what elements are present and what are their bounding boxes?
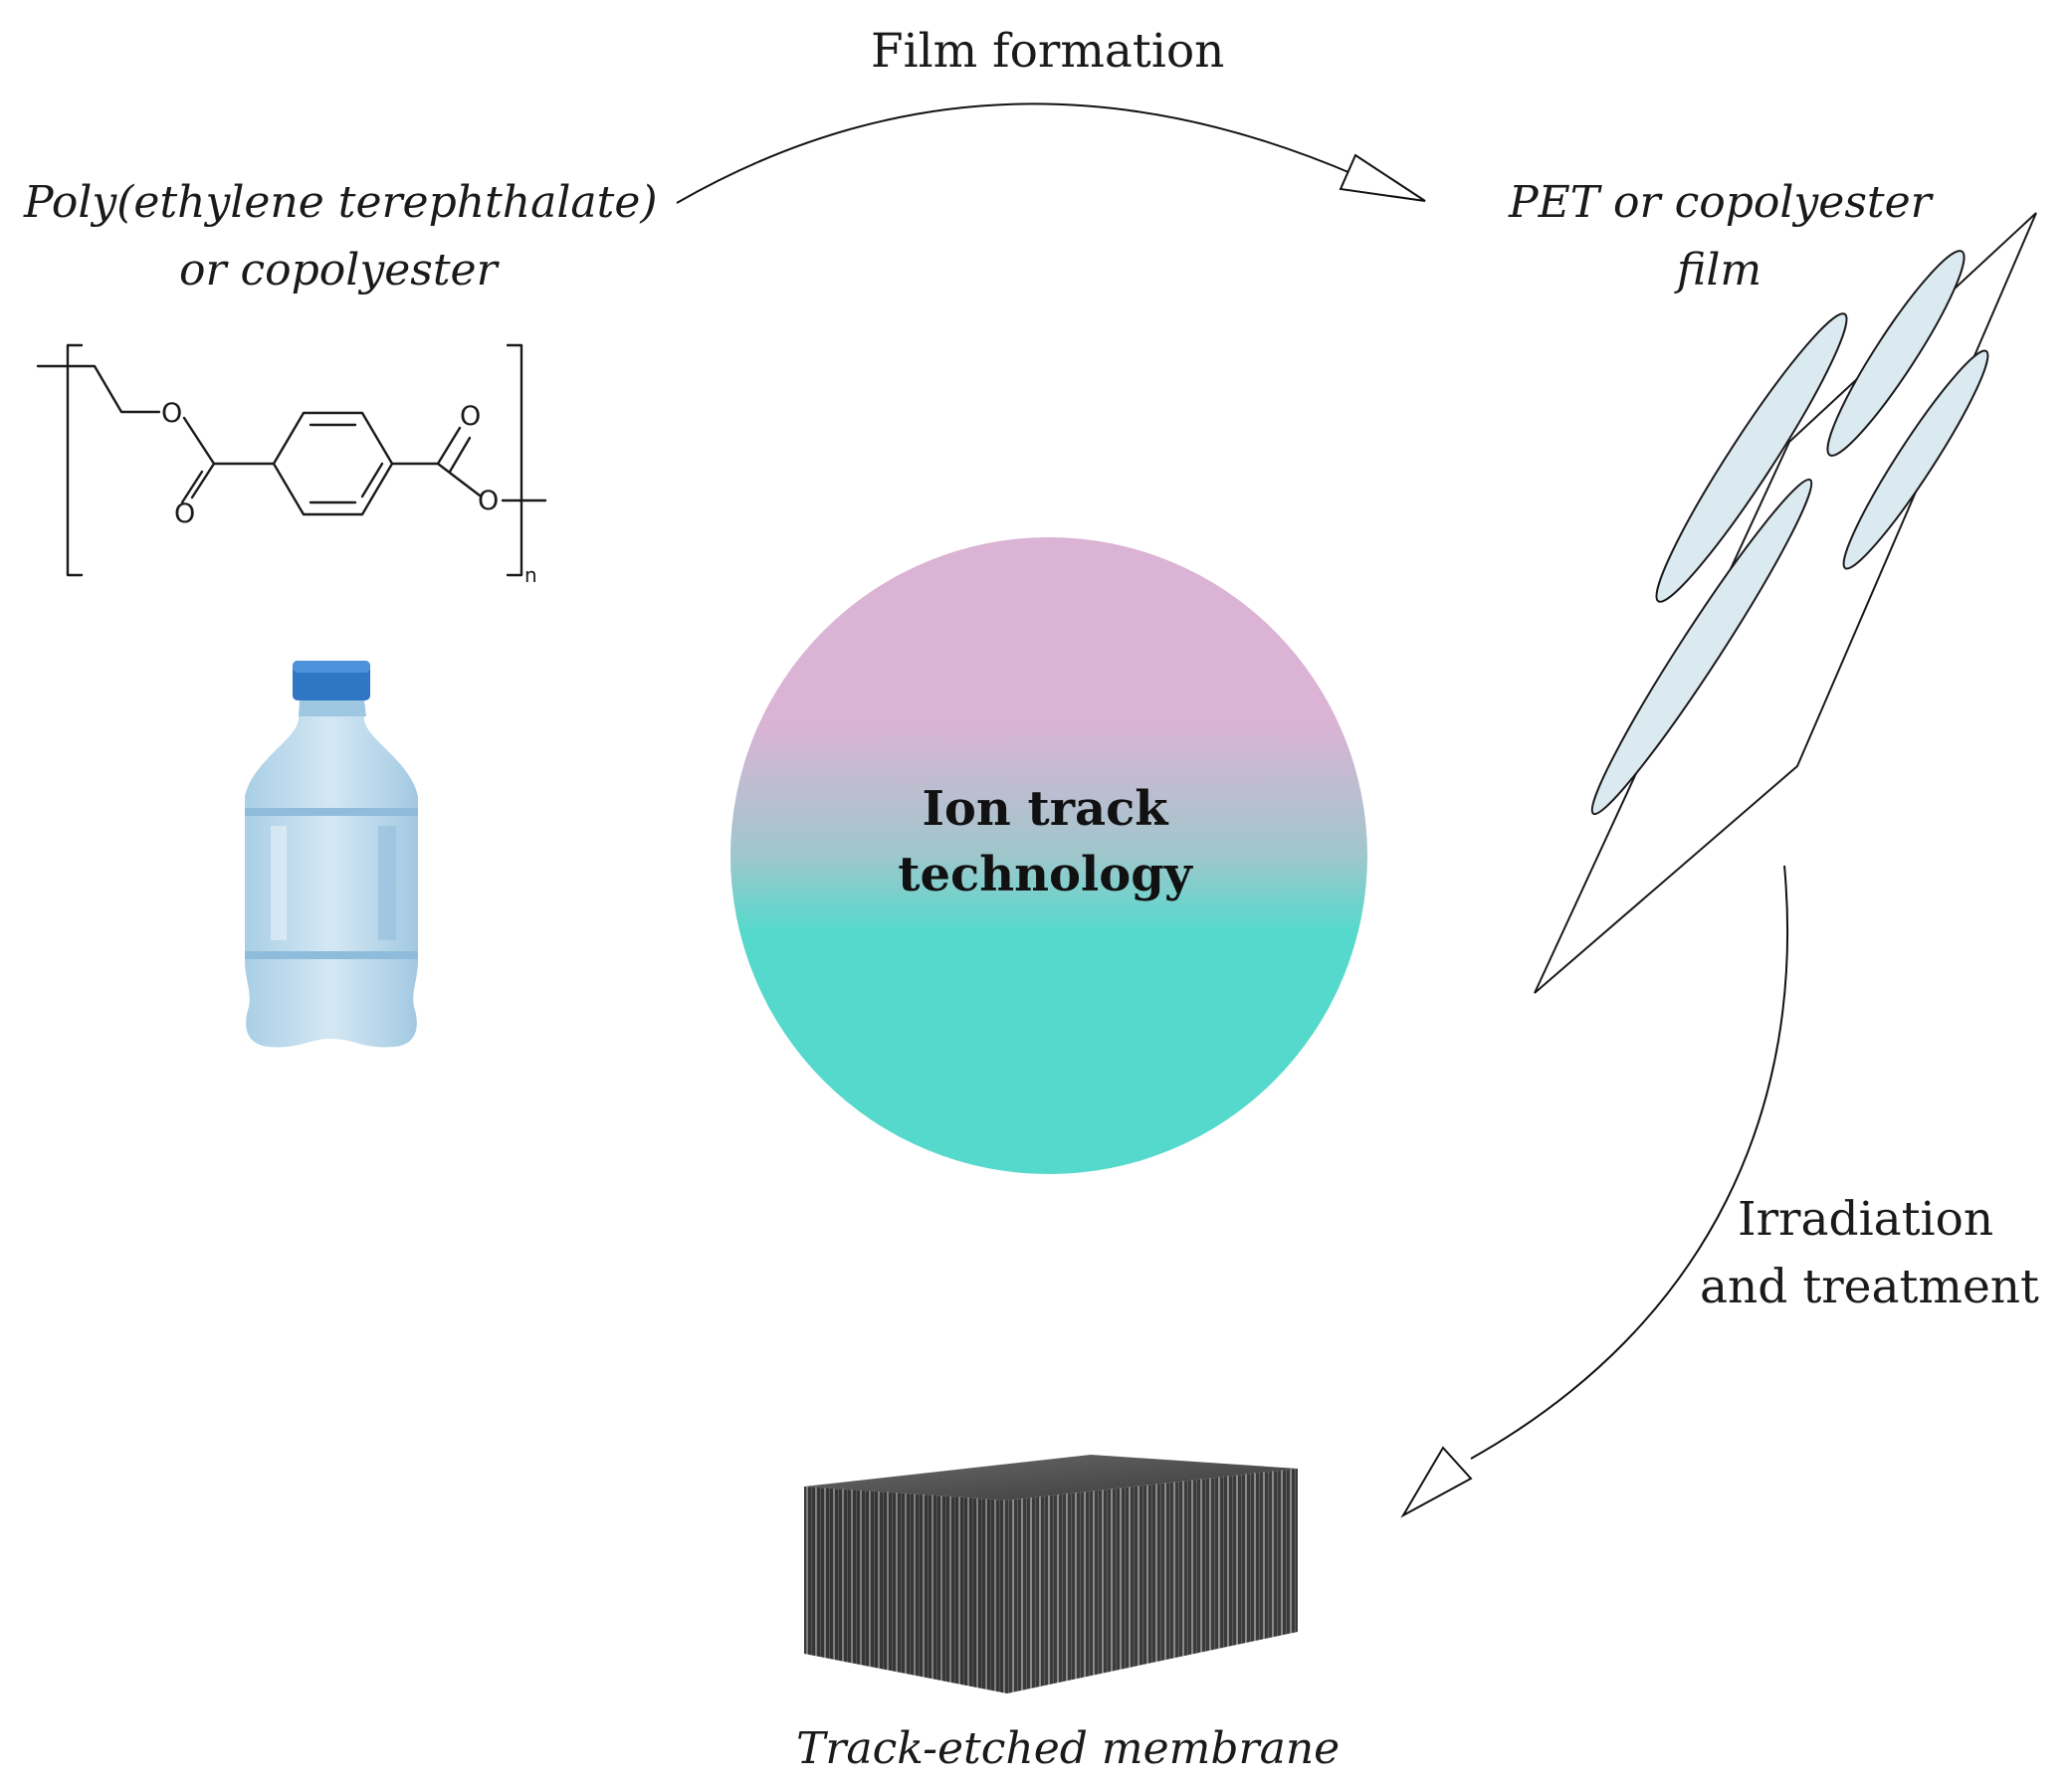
polymer-label-line1: Poly(ethylene terephthalate) [24, 177, 658, 228]
ion-track-title: Ion track technology [726, 776, 1363, 907]
ion-track-circle [730, 537, 1367, 1174]
irradiation-label-line2: and treatment [1700, 1260, 2039, 1314]
bottle-icon [245, 661, 418, 1048]
atom-o-carbonyl-2: O [460, 401, 481, 432]
ion-track-title-line1: Ion track [922, 781, 1168, 837]
atom-o-ester-2: O [478, 486, 499, 516]
film-label-line1: PET or copolyester [1509, 177, 1932, 228]
membrane-label: Track-etched membrane [796, 1723, 1341, 1774]
pet-atom-labels: O O O O n [161, 398, 537, 587]
film-formation-label: Film formation [871, 24, 1225, 79]
film-formation-arrow [676, 102, 1426, 204]
subscript-n: n [524, 563, 537, 587]
irradiation-label-line1: Irradiation [1738, 1192, 1994, 1247]
irradiation-arrow [1400, 865, 1789, 1518]
atom-o-ester-1: O [161, 398, 182, 429]
ion-track-title-line2: technology [898, 847, 1192, 902]
film-label-line2: film [1677, 245, 1762, 296]
polymer-label-line2: or copolyester [179, 245, 498, 296]
pet-structure-icon [36, 343, 547, 577]
membrane-block-icon [804, 1455, 1298, 1693]
film-sheets-icon [1534, 212, 2037, 994]
atom-o-carbonyl-1: O [174, 498, 195, 529]
